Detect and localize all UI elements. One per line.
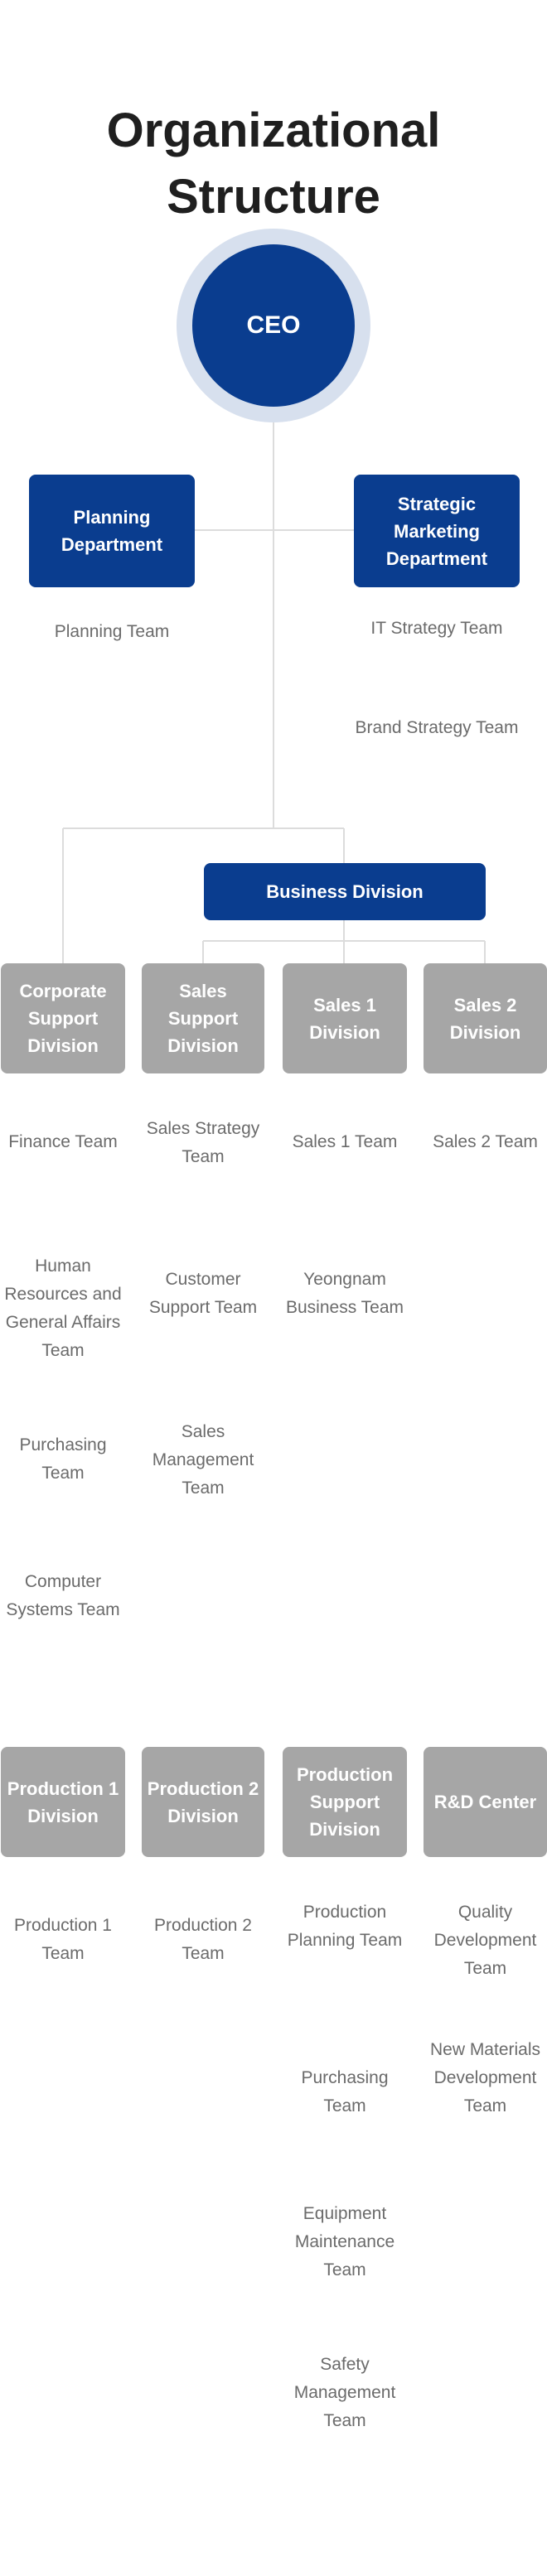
ceo-node[interactable]: CEO [192,244,355,407]
strategic-marketing-department-box[interactable]: Strategic Marketing Department [354,475,520,587]
hr-general-affairs-team: Human Resources and General Affairs Team [4,1257,122,1360]
purchasing-team-production: Purchasing Team [301,2068,389,2115]
production-planning-team: Production Planning Team [287,1903,403,1950]
production-2-division-box[interactable]: Production 2 Division [142,1747,264,1857]
planning-department-box[interactable]: Planning Department [29,475,195,587]
production-support-division-box[interactable]: Production Support Division [283,1747,407,1857]
planning-team: Planning Team [54,622,170,641]
computer-systems-team: Computer Systems Team [6,1572,120,1619]
quality-development-team: Quality Development Team [433,1903,537,1978]
sales-management-team: Sales Management Team [152,1422,254,1498]
page-title: Organizational Structure [106,104,441,224]
brand-strategy-team: Brand Strategy Team [355,718,519,737]
sales-strategy-team: Sales Strategy Team [146,1119,260,1166]
new-materials-development-team: New Materials Development Team [429,2040,541,2115]
production-2-team: Production 2 Team [154,1916,252,1963]
sales-2-division-box[interactable]: Sales 2 Division [424,963,547,1073]
corporate-support-division-box[interactable]: Corporate Support Division [1,963,125,1073]
finance-team: Finance Team [8,1132,118,1151]
sales-2-team: Sales 2 Team [433,1132,538,1151]
safety-management-team: Safety Management Team [293,2355,396,2430]
sales-1-team: Sales 1 Team [292,1132,398,1151]
purchasing-team: Purchasing Team [19,1435,107,1483]
sales-1-division-box[interactable]: Sales 1 Division [283,963,407,1073]
rd-center-box[interactable]: R&D Center [424,1747,547,1857]
business-division-box[interactable]: Business Division [204,863,486,920]
equipment-maintenance-team: Equipment Maintenance Team [294,2204,395,2279]
production-1-team: Production 1 Team [14,1916,112,1963]
customer-support-team: Customer Support Team [148,1270,258,1317]
sales-support-division-box[interactable]: Sales Support Division [142,963,264,1073]
yeongnam-business-team: Yeongnam Business Team [285,1270,404,1317]
it-strategy-team: IT Strategy Team [370,619,503,638]
production-1-division-box[interactable]: Production 1 Division [1,1747,125,1857]
